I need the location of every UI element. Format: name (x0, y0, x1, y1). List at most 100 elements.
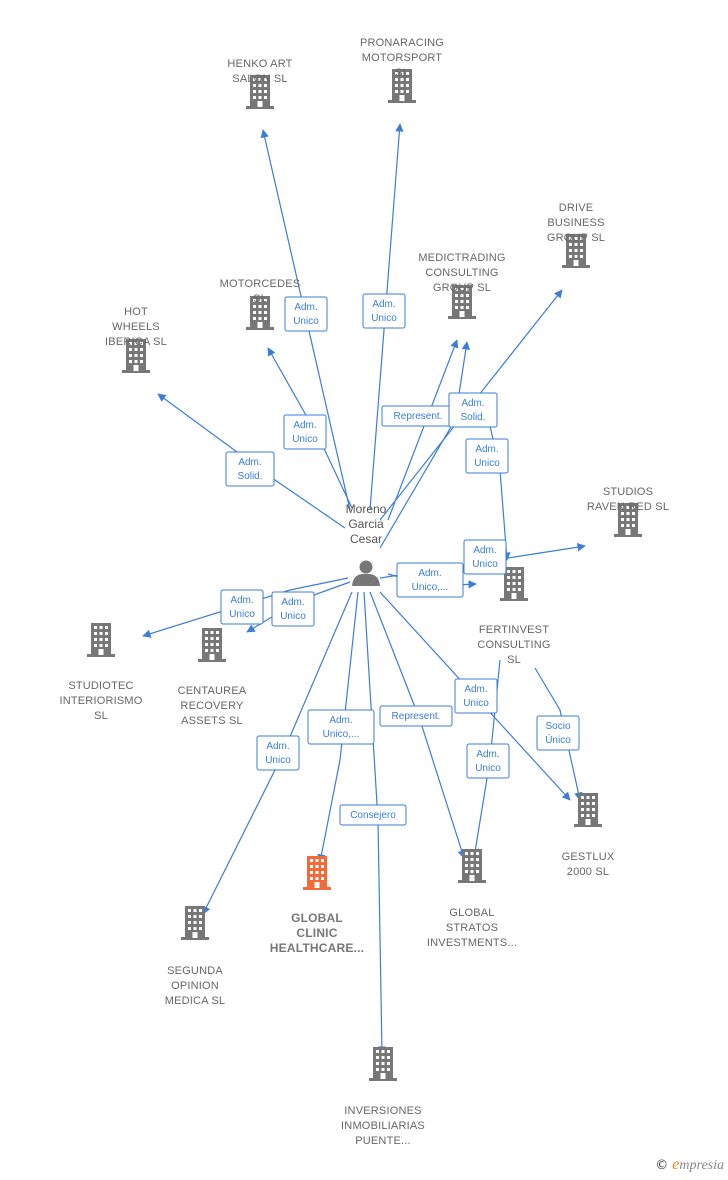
person-icon (352, 560, 380, 586)
role-label-r-motorcedes: Adm. Unico (283, 414, 327, 450)
company-label: HOT (124, 306, 148, 318)
role-text: Adm. (238, 457, 261, 468)
role-label-r-medictrading: Represent. (381, 405, 455, 427)
role-text: Adm. (372, 299, 395, 310)
role-label-r-fertinvest-top: Adm. Unico (465, 438, 509, 474)
building-icon (369, 1047, 397, 1081)
company-label: STRATOS (446, 922, 498, 934)
company-node-studiosraven[interactable]: STUDIOS RAVEN RED SL (587, 486, 669, 537)
company-node-inversiones[interactable]: INVERSIONESINMOBILIARIASPUENTE... (341, 1047, 425, 1147)
company-node-fertinvest[interactable]: FERTINVEST CONSULTING SL (477, 567, 550, 666)
role-label-r-globalclinic: Adm. Unico,... (307, 709, 375, 745)
role-label-r-globalstratos-adm: Adm.Unico (466, 743, 510, 779)
role-label-r-pronaracing: Adm. Unico (362, 293, 406, 329)
building-icon (198, 628, 226, 662)
relationship-edge (534, 667, 583, 801)
company-label: HENKO ART (227, 58, 292, 70)
copyright-symbol: © (655, 1158, 669, 1173)
role-text: Represent. (394, 411, 443, 422)
company-label: FERTINVEST (479, 624, 549, 636)
role-text: Adm. (266, 741, 289, 752)
role-text: Unico (474, 458, 500, 469)
company-label: INMOBILIARIAS (341, 1120, 425, 1132)
person-name: Garcia (348, 517, 384, 531)
brand-initial: e (672, 1156, 680, 1173)
role-text: Adm. (473, 545, 496, 556)
role-text: Unico (472, 559, 498, 570)
building-icon (87, 623, 115, 657)
company-label: RAVEN RED SL (587, 501, 669, 513)
company-label: GLOBAL (449, 907, 494, 919)
role-text: Unico (475, 763, 501, 774)
company-node-globalstratos[interactable]: GLOBAL STRATOS INVESTMENTS... (427, 849, 517, 949)
role-label-r-gestlux-a: Adm.Unico (454, 678, 498, 714)
company-label: INVESTMENTS... (427, 937, 517, 949)
company-label: SL (395, 67, 409, 79)
role-text: Unico (371, 313, 397, 324)
company-label: MEDICA SL (165, 995, 226, 1007)
company-node-globalclinic[interactable]: GLOBALCLINICHEALTHCARE... (270, 856, 364, 955)
building-icon (574, 793, 602, 827)
company-label: MEDICTRADING (418, 252, 505, 264)
role-label-r-globalstratos-rep: Represent. (379, 705, 453, 727)
role-text: Adm. (329, 715, 352, 726)
role-text: Unico,... (412, 582, 449, 593)
building-icon (181, 906, 209, 940)
company-label: RECOVERY (180, 700, 244, 712)
company-label: HEALTHCARE... (270, 941, 364, 955)
role-label-r-drive: Adm.Solid. (448, 392, 498, 428)
role-text: Adm. (293, 420, 316, 431)
company-label: OPINION (171, 980, 219, 992)
role-text: Solid. (237, 471, 262, 482)
role-label-r-inversiones: Consejero (339, 804, 407, 826)
company-label: SL (94, 710, 108, 722)
company-label: STUDIOS (603, 486, 653, 498)
company-label: MOTORCEDES (220, 278, 301, 290)
role-text: Unico (265, 755, 291, 766)
role-label-r-studiosraven: Adm. Unico (463, 539, 507, 575)
company-label: CLINIC (296, 926, 337, 940)
roles-layer: Adm.UnicoAdm.UnicoAdm.UnicoAdm.Solid.Rep… (220, 293, 580, 826)
role-text: Único (545, 733, 571, 746)
role-text: Adm. (281, 597, 304, 608)
company-label: SALON SL (232, 73, 287, 85)
company-label: CENTAUREA (178, 685, 247, 697)
role-label-r-centaurea: Adm.Unico (271, 591, 315, 627)
relationship-edge (142, 577, 349, 638)
role-text: Unico,... (323, 729, 360, 740)
role-label-r-hotwheels: Adm. Solid. (225, 451, 275, 487)
company-label: GESTLUX (562, 851, 615, 863)
role-text: Unico (292, 434, 318, 445)
role-text: Adm. (461, 398, 484, 409)
company-label: ASSETS SL (181, 715, 243, 727)
role-text: Adm. (475, 444, 498, 455)
company-label: PUENTE... (355, 1135, 411, 1147)
company-label: SL (507, 654, 521, 666)
company-label: INTERIORISMO (59, 695, 142, 707)
company-label: WHEELS (112, 321, 160, 333)
company-label: MOTORSPORT (362, 52, 443, 64)
relationship-edge (387, 339, 459, 521)
company-label: DRIVE (559, 202, 594, 214)
relationship-edge (157, 393, 346, 529)
company-node-henko[interactable]: HENKO ART SALON SL (227, 58, 292, 109)
role-text: Adm. (294, 302, 317, 313)
company-label: CONSULTING (425, 267, 498, 279)
company-label: CONSULTING (477, 639, 550, 651)
role-text: Unico (229, 609, 255, 620)
role-text: Adm. (418, 568, 441, 579)
person-name: Moreno (346, 502, 387, 516)
company-node-centaurea[interactable]: CENTAUREA RECOVERY ASSETS SL (178, 628, 247, 727)
